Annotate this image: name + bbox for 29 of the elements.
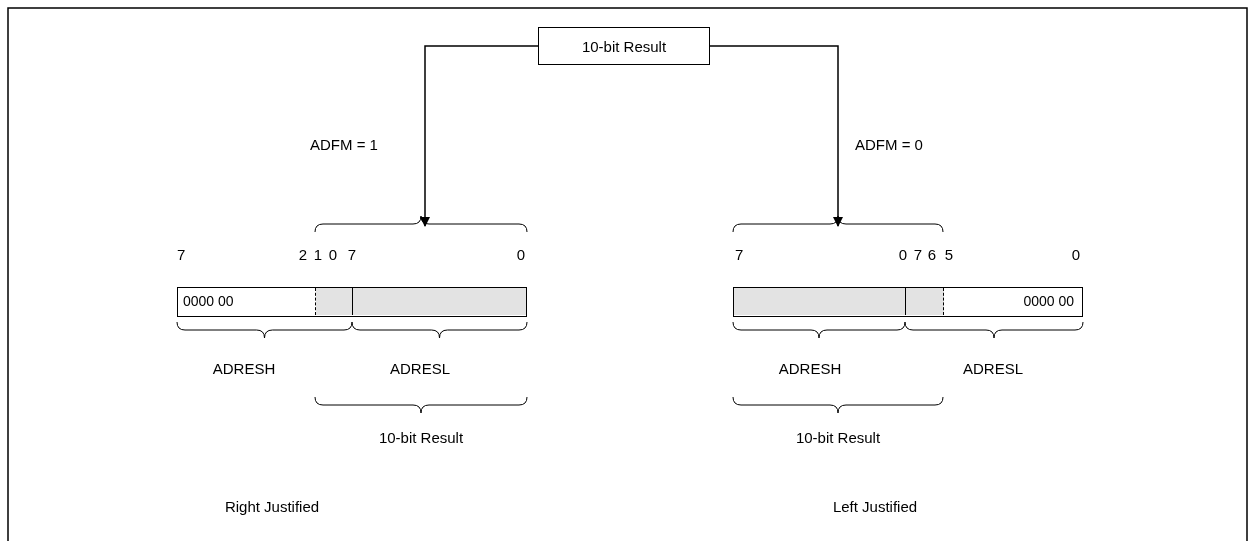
bit-value-text: 0000 00 xyxy=(1023,293,1074,309)
bit-number: 0 xyxy=(898,246,908,263)
bit-number: 7 xyxy=(347,246,357,263)
bit-number: 2 xyxy=(298,246,308,263)
result-box xyxy=(538,27,710,65)
bit-number: 5 xyxy=(944,246,954,263)
bit-value-text: 0000 00 xyxy=(183,293,234,309)
register-name: ADRESL xyxy=(390,360,450,377)
bit-number: 7 xyxy=(913,246,923,263)
register-bar xyxy=(733,287,1083,317)
result-label: 10-bit Result xyxy=(378,429,464,446)
box-label: 10-bit Result xyxy=(581,37,667,55)
result-label: 10-bit Result xyxy=(795,429,881,446)
register-name: ADRESH xyxy=(778,360,842,377)
bit-number: 0 xyxy=(1071,246,1081,263)
bit-number: 1 xyxy=(313,246,323,263)
register-name: ADRESH xyxy=(212,360,276,377)
arrow xyxy=(420,45,539,227)
bit-number: 7 xyxy=(735,246,744,263)
caption: Left Justified xyxy=(832,498,918,515)
bit-number: 0 xyxy=(328,246,338,263)
caption: Right Justified xyxy=(224,498,320,515)
register-name: ADRESL xyxy=(963,360,1023,377)
bit-number: 6 xyxy=(927,246,937,263)
arrow xyxy=(709,45,843,227)
register-bar xyxy=(177,287,527,317)
curly-brace xyxy=(314,215,528,233)
bit-number: 0 xyxy=(516,246,526,263)
bit-number: 7 xyxy=(177,246,186,263)
